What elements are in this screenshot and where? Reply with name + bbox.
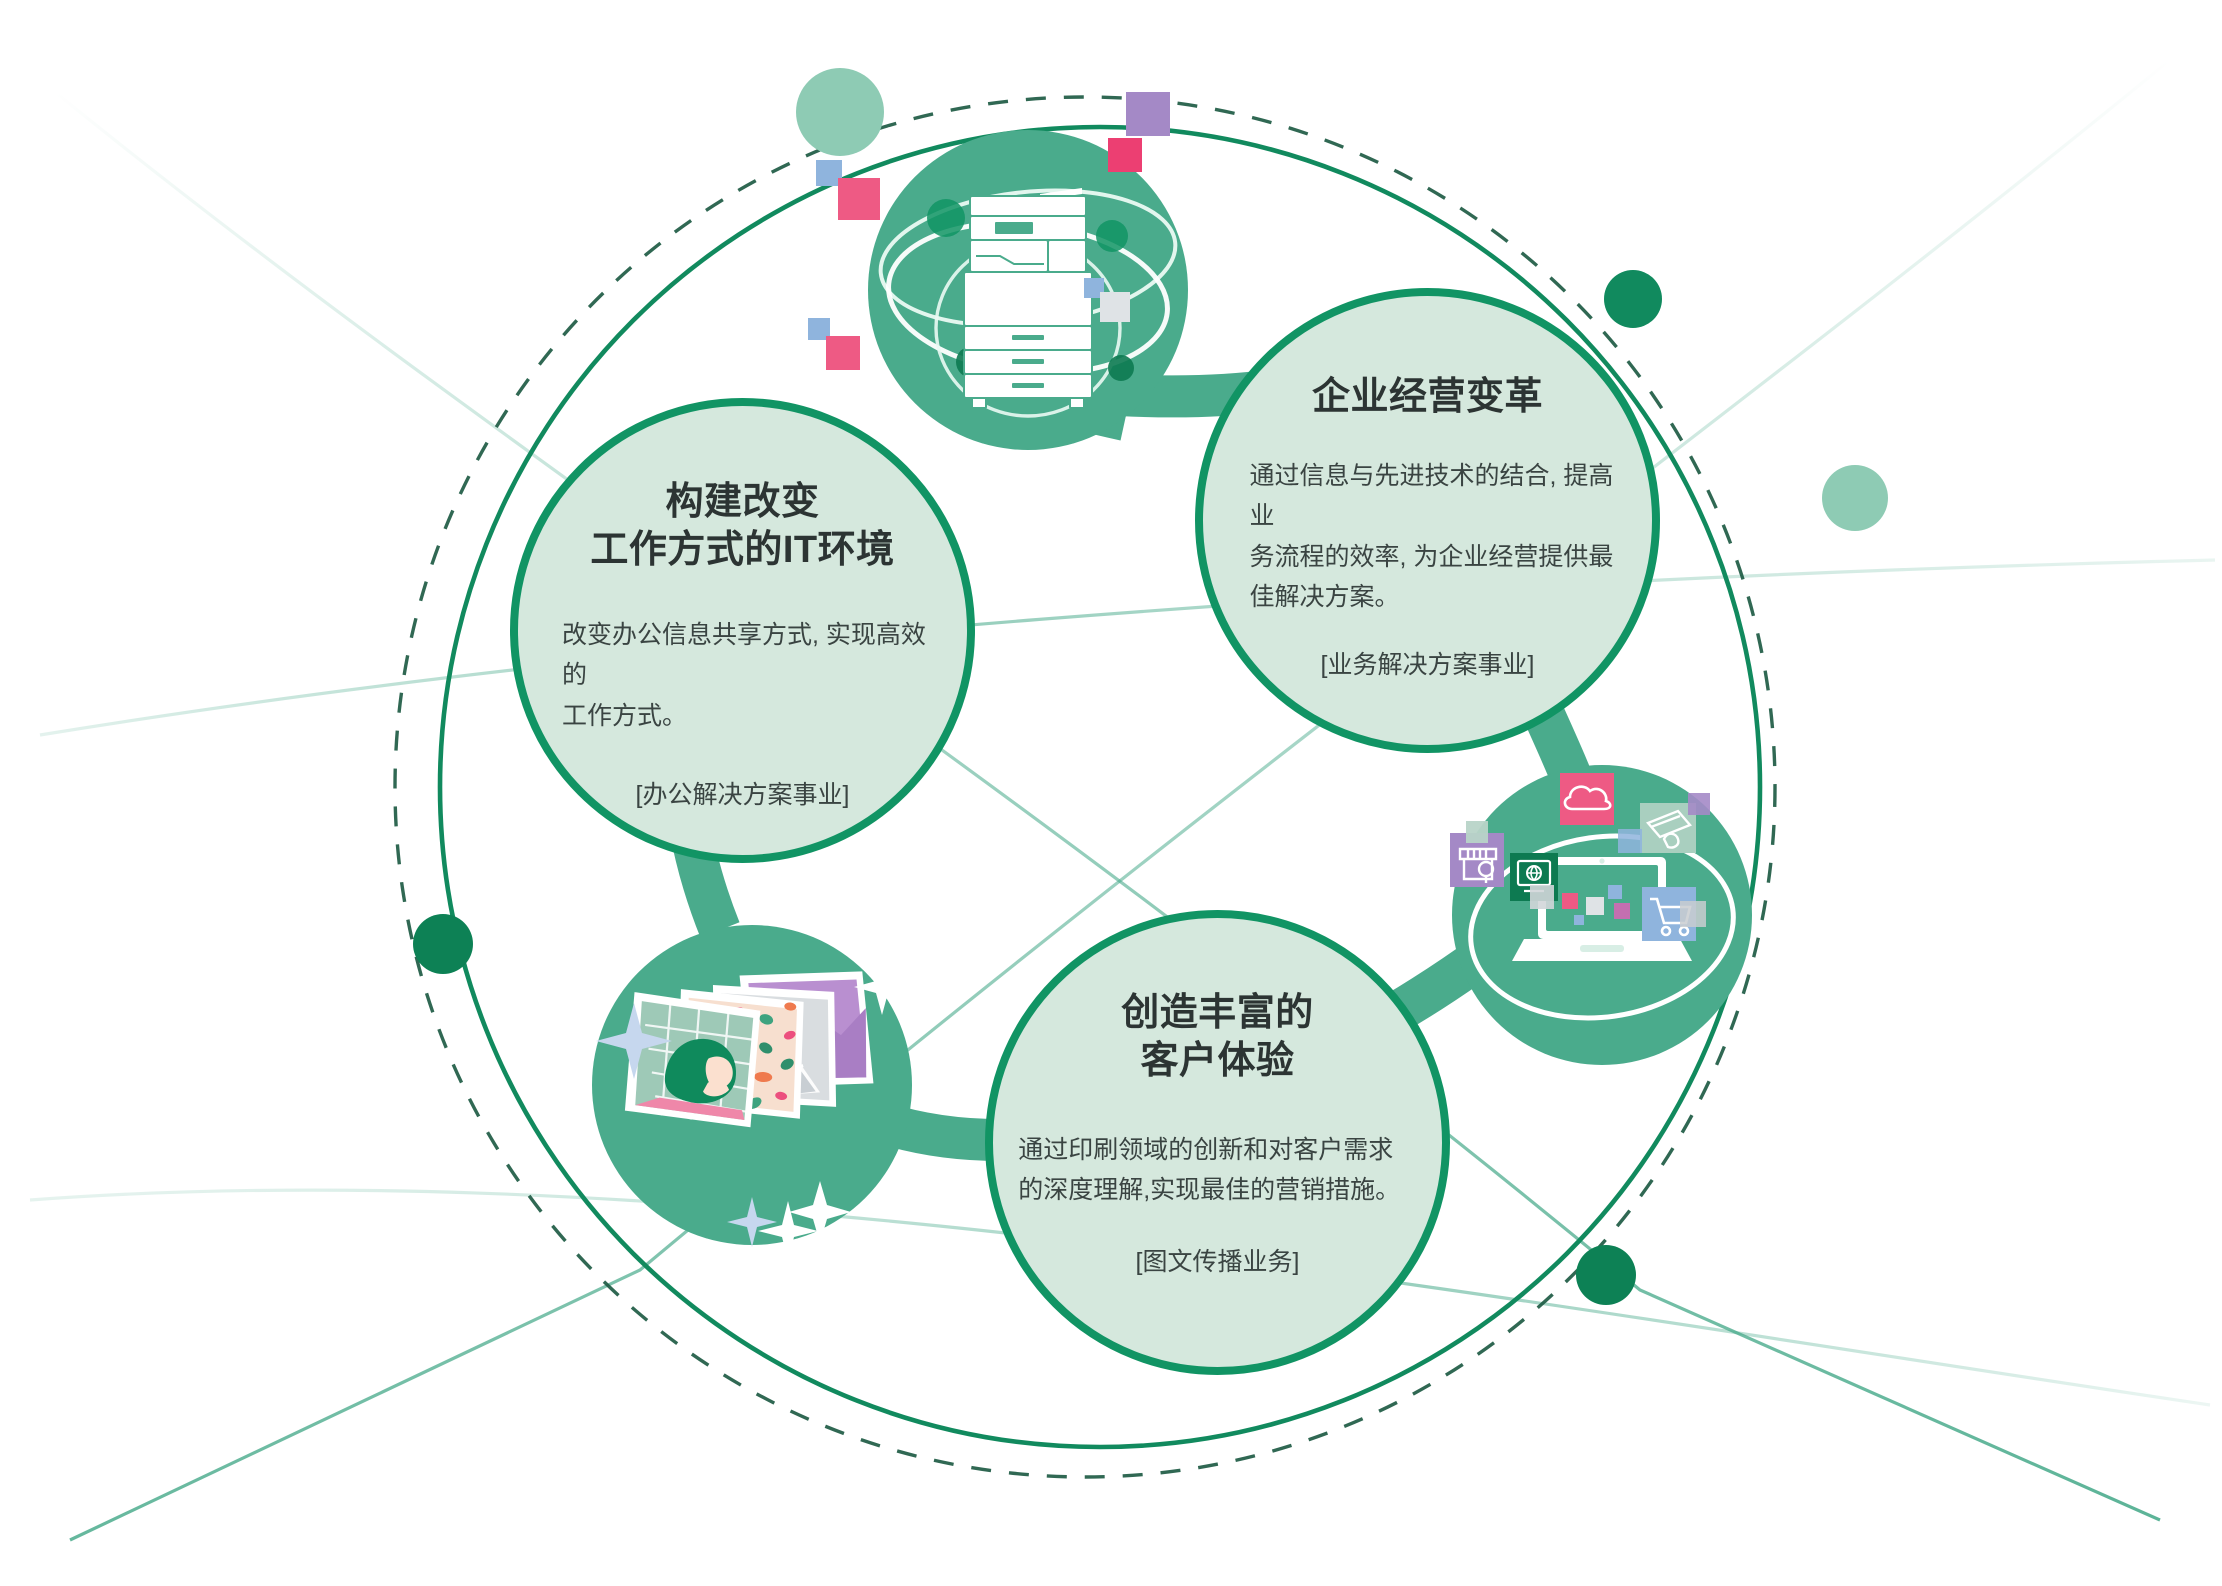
background-line-w-e [39,558,2216,737]
bubble-graphic-communication[interactable]: 创造丰富的 客户体验 通过印刷领域的创新和对客户需求 的深度理解,实现最佳的营销… [985,910,1450,1375]
dot-left-dark [413,914,473,974]
dot-bottom-right-dark [1576,1245,1636,1305]
bubble-graphic-tag: [图文传播业务] [1135,1247,1300,1276]
decor-square-blue [816,160,842,186]
bubble-graphic-title: 创造丰富的 客户体验 [1121,992,1314,1082]
cloud-artwork [1450,773,1736,1021]
multifunction-printer-illustration [808,92,1188,450]
bubble-business-tag: [业务解决方案事业] [1320,650,1535,679]
bubble-business-body: 通过信息与先进技术的结合, 提高业 务流程的效率, 为企业经营提供最 佳解决方案… [1249,461,1614,612]
printer-artwork [878,188,1178,418]
bubble-office-tag: [办公解决方案事业] [635,781,850,810]
outer-solid-ring [437,124,1763,1450]
bubble-business-title: 企业经营变革 [1311,376,1543,418]
bubble-office-solutions[interactable]: 构建改变 工作方式的IT环境 改变办公信息共享方式, 实现高效的 工作方式。 [… [510,398,975,863]
decor-square-blue-3 [808,318,830,340]
decor-square-blue-2 [1084,278,1104,298]
decor-square-pink-2 [1108,138,1142,172]
dot-top-left-soft [796,68,884,156]
printed-photos-illustration [592,925,912,1261]
dot-top-right-dark [1604,270,1662,328]
decor-square-grey [1100,292,1130,322]
decor-square-purple [1126,92,1170,136]
bubble-office-body: 改变办公信息共享方式, 实现高效的 工作方式。 [561,620,926,730]
sparkle-group [596,959,910,1261]
decor-square-pink [838,178,880,220]
dot-right-soft [1822,465,1888,531]
bubble-office-title: 构建改变 工作方式的IT环境 [590,481,895,571]
outer-dashed-ring [393,95,1777,1479]
bubble-graphic-body: 通过印刷领域的创新和对客户需求 的深度理解,实现最佳的营销措施。 [1018,1135,1401,1205]
photos-artwork [596,959,910,1261]
bubble-business-solutions[interactable]: 企业经营变革 通过信息与先进技术的结合, 提高业 务流程的效率, 为企业经营提供… [1195,288,1660,753]
decor-square-pink-3 [826,336,860,370]
laptop-cloud-commerce-illustration [1450,765,1752,1065]
